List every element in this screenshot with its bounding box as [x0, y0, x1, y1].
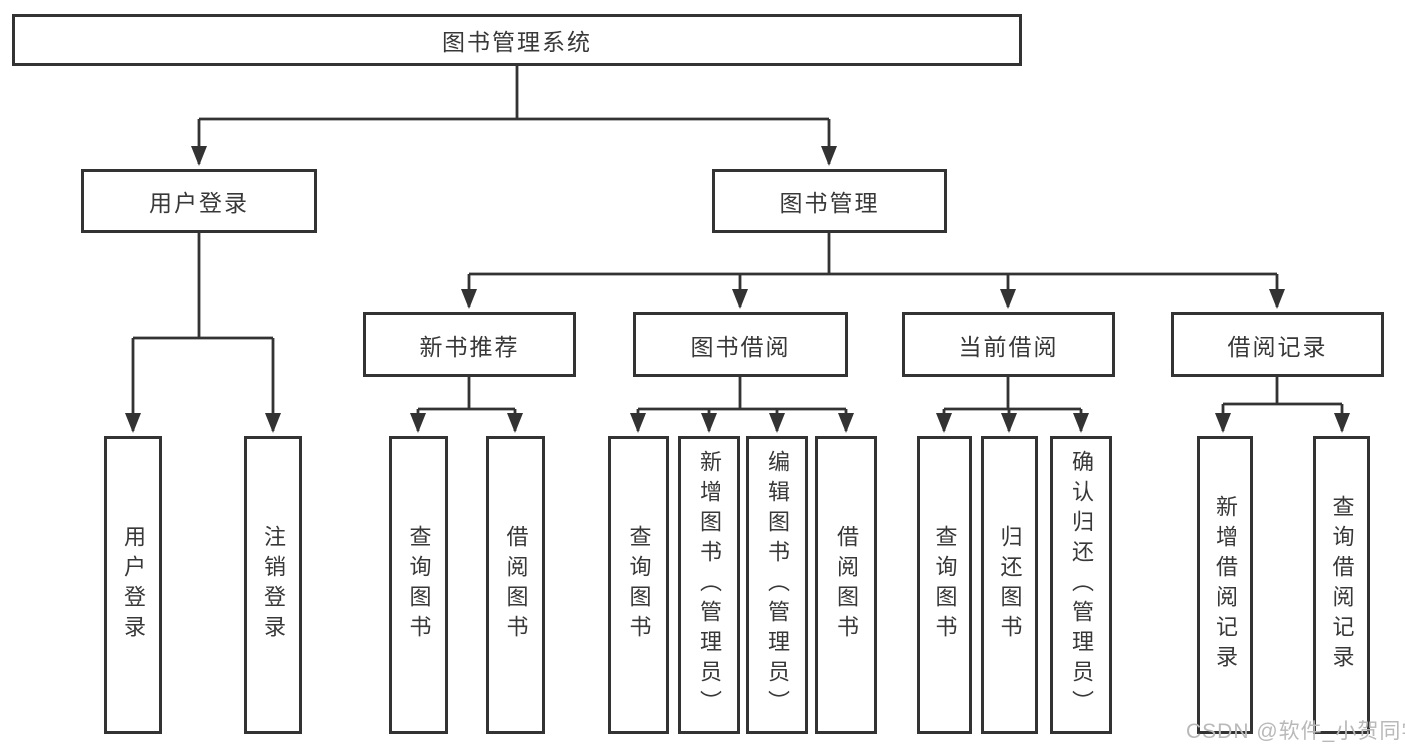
- node-book-borrow-label: 图书借阅: [690, 333, 791, 360]
- leaf-query-books-current: 查询图书: [917, 436, 972, 734]
- leaf-borrow-books-recommend-label: 借阅图书: [503, 525, 529, 645]
- leaf-return-book-label: 归还图书: [997, 525, 1023, 645]
- leaf-query-borrow-record: 查询借阅记录: [1313, 436, 1370, 734]
- leaf-add-borrow-record-label: 新增借阅记录: [1213, 495, 1238, 675]
- leaf-logout: 注销登录: [244, 436, 302, 734]
- node-user-login: 用户登录: [81, 169, 317, 233]
- node-root-label: 图书管理系统: [442, 29, 592, 55]
- csdn-watermark: CSDN @软件_小贺同学: [1186, 720, 1405, 743]
- leaf-borrow-books-recommend: 借阅图书: [486, 436, 545, 734]
- node-borrow-records: 借阅记录: [1171, 312, 1384, 377]
- leaf-query-borrow-record-label: 查询借阅记录: [1329, 495, 1355, 675]
- node-user-login-label: 用户登录: [149, 190, 249, 216]
- leaf-edit-book-admin-label: 编辑图书（管理员）: [765, 450, 790, 720]
- leaf-edit-book-admin: 编辑图书（管理员）: [746, 436, 808, 734]
- leaf-user-login-label: 用户登录: [121, 525, 146, 645]
- node-borrow-records-label: 借阅记录: [1227, 333, 1328, 360]
- leaf-query-books-borrow: 查询图书: [608, 436, 669, 734]
- leaf-confirm-return-admin-label: 确认归还（管理员）: [1069, 450, 1094, 720]
- node-current-borrow: 当前借阅: [902, 312, 1115, 377]
- leaf-add-book-admin-label: 新增图书（管理员）: [697, 450, 722, 720]
- node-new-book-recommend-label: 新书推荐: [419, 333, 520, 360]
- leaf-borrow-books-label: 借阅图书: [834, 525, 859, 645]
- leaf-query-books-recommend: 查询图书: [389, 436, 448, 734]
- leaf-query-books-recommend-label: 查询图书: [406, 525, 432, 645]
- leaf-return-book: 归还图书: [981, 436, 1038, 734]
- leaf-query-books-borrow-label: 查询图书: [626, 525, 652, 645]
- node-book-management-label: 图书管理: [779, 190, 880, 216]
- leaf-user-login: 用户登录: [104, 436, 162, 734]
- node-root: 图书管理系统: [12, 14, 1022, 66]
- node-book-management: 图书管理: [712, 169, 947, 233]
- leaf-add-borrow-record: 新增借阅记录: [1197, 436, 1253, 734]
- node-current-borrow-label: 当前借阅: [958, 333, 1059, 360]
- leaf-add-book-admin: 新增图书（管理员）: [678, 436, 740, 734]
- leaf-confirm-return-admin: 确认归还（管理员）: [1050, 436, 1112, 734]
- node-book-borrow: 图书借阅: [633, 312, 848, 377]
- node-new-book-recommend: 新书推荐: [363, 312, 576, 377]
- leaf-borrow-books: 借阅图书: [815, 436, 877, 734]
- leaf-query-books-current-label: 查询图书: [932, 525, 958, 645]
- leaf-logout-label: 注销登录: [261, 525, 286, 645]
